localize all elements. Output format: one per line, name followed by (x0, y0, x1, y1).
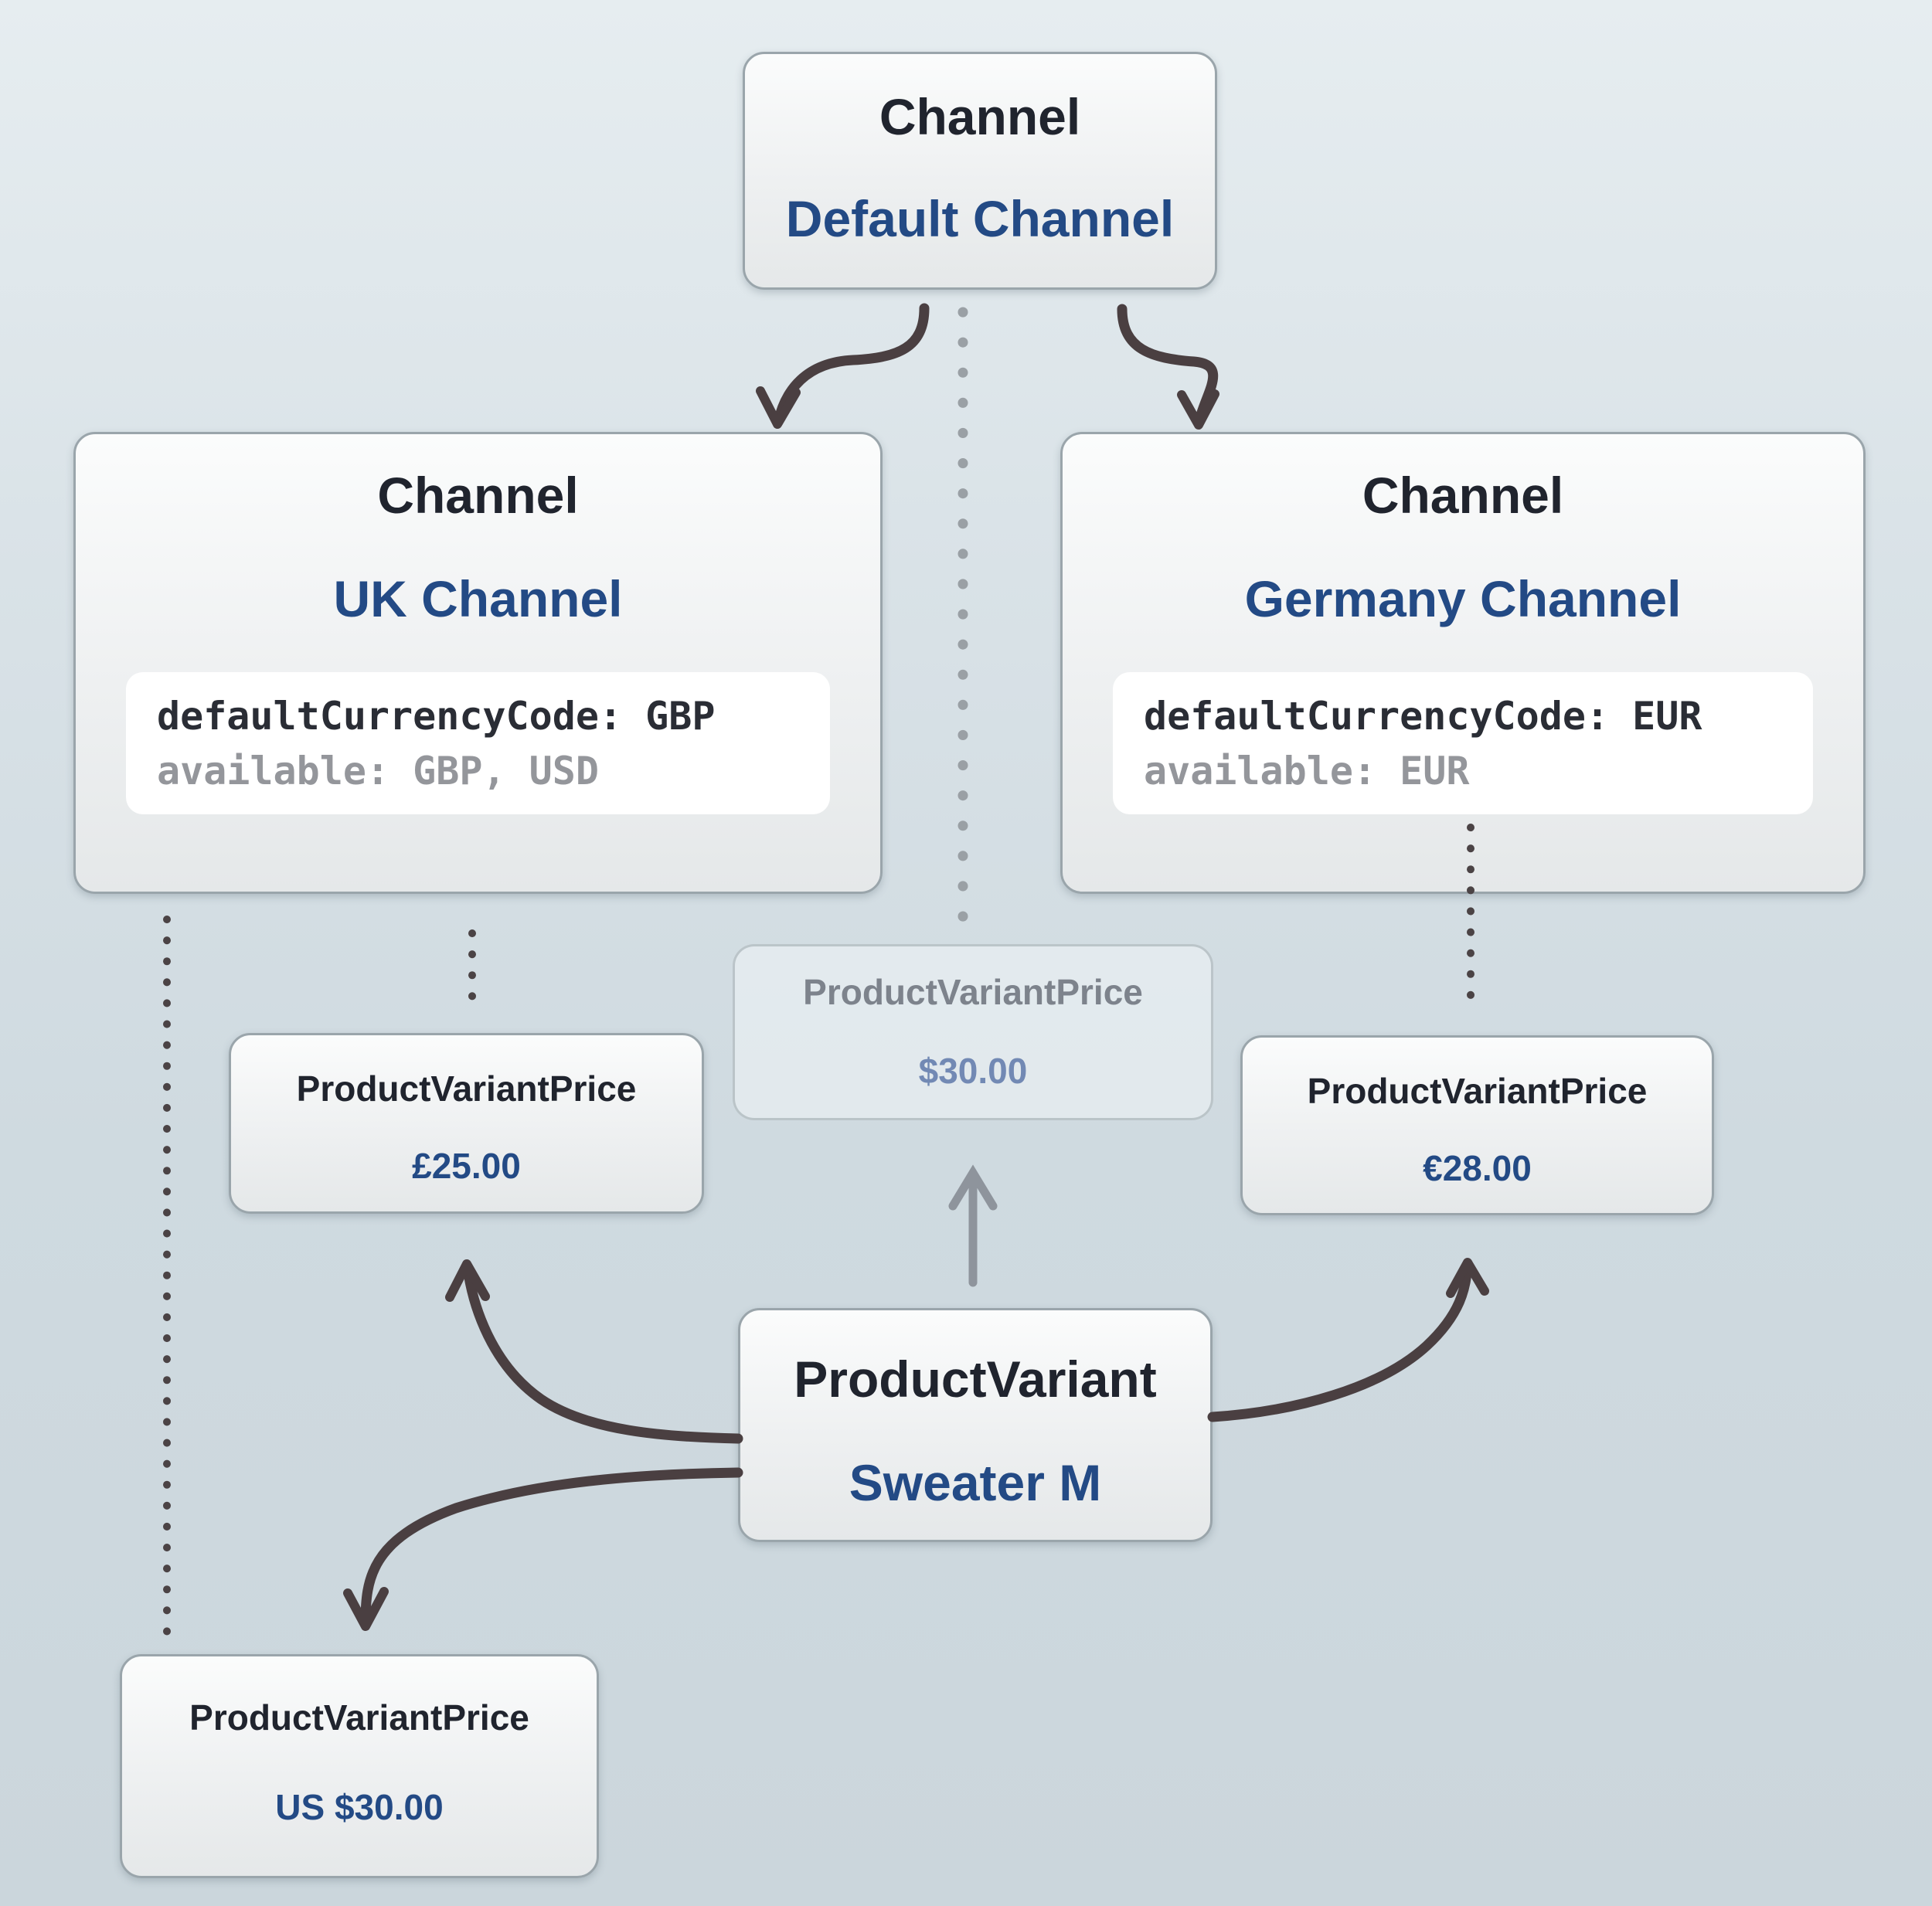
node-default-product-variant-price: ProductVariantPrice $30.00 (733, 944, 1213, 1120)
node-uk-channel: Channel UK Channel defaultCurrencyCode: … (73, 432, 883, 894)
node-type-label: Channel (377, 467, 579, 524)
available-currencies-line: available: EUR (1144, 749, 1470, 793)
arrow-variant-to-uk-price (462, 1262, 743, 1444)
node-type-label: Channel (1362, 467, 1564, 524)
currency-code-panel: defaultCurrencyCode: GBP available: GBP,… (126, 672, 830, 814)
arrowhead-variant-to-uk-price-icon (445, 1259, 490, 1302)
node-type-label: ProductVariantPrice (803, 972, 1143, 1012)
price-value: US $30.00 (275, 1787, 444, 1827)
node-germany-product-variant-price: ProductVariantPrice €28.00 (1240, 1035, 1714, 1215)
node-type-label: Channel (879, 88, 1081, 145)
price-value: $30.00 (918, 1051, 1028, 1091)
node-type-label: ProductVariantPrice (296, 1069, 637, 1109)
price-value: £25.00 (412, 1146, 521, 1186)
node-germany-channel: Channel Germany Channel defaultCurrencyC… (1060, 432, 1866, 894)
arrow-default-to-uk-channel (773, 303, 930, 427)
node-instance-name: Default Channel (785, 190, 1175, 247)
arrowhead-variant-to-us-price-icon (343, 1587, 389, 1631)
node-instance-name: Germany Channel (1244, 570, 1682, 627)
arrow-variant-to-germany-price (1207, 1260, 1473, 1422)
default-currency-code-line: defaultCurrencyCode: GBP (157, 694, 716, 739)
default-currency-code-line: defaultCurrencyCode: EUR (1144, 694, 1702, 739)
node-type-label: ProductVariant (794, 1351, 1157, 1408)
arrow-variant-to-us-price (360, 1467, 743, 1628)
node-instance-name: UK Channel (333, 570, 623, 627)
node-uk-product-variant-price: ProductVariantPrice £25.00 (229, 1033, 704, 1214)
arrowhead-variant-to-germany-price-icon (1446, 1258, 1489, 1298)
node-default-channel: Channel Default Channel (743, 52, 1217, 290)
node-product-variant: ProductVariant Sweater M (738, 1308, 1213, 1542)
node-instance-name: Sweater M (849, 1454, 1102, 1511)
node-type-label: ProductVariantPrice (189, 1697, 529, 1738)
arrow-default-to-germany-channel (1117, 304, 1219, 429)
arrowhead-default-to-germany-channel-icon (1177, 389, 1219, 430)
node-us-product-variant-price: ProductVariantPrice US $30.00 (120, 1654, 599, 1878)
arrowhead-default-to-uk-channel-icon (756, 386, 801, 429)
currency-code-panel: defaultCurrencyCode: EUR available: EUR (1113, 672, 1813, 814)
available-currencies-line: available: GBP, USD (157, 749, 599, 793)
node-type-label: ProductVariantPrice (1307, 1071, 1648, 1111)
arrowhead-variant-to-default-price-icon (948, 1164, 998, 1211)
price-value: €28.00 (1423, 1148, 1532, 1188)
